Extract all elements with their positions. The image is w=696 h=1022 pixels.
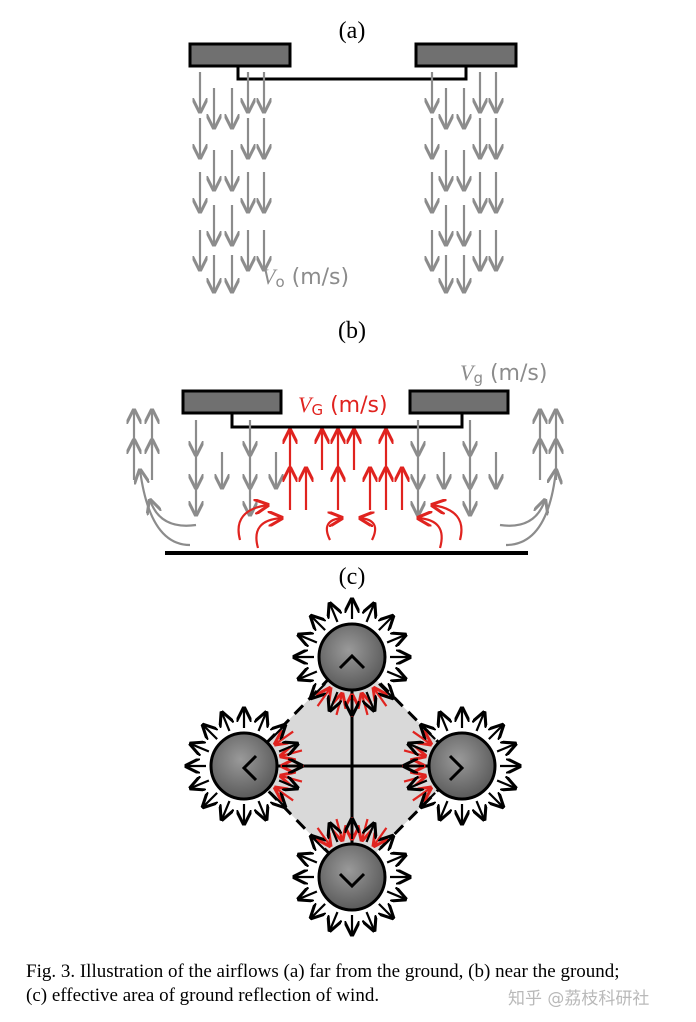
rotation-chevron [241,754,258,782]
outward-flow-arrow [259,712,267,732]
outward-flow-arrow [298,855,318,863]
rotation-chevron [338,653,366,670]
rotation-chevron [448,754,465,782]
downwash-and-side-flow-b [134,410,556,547]
panel-c: (c) [186,564,520,935]
outward-flow-arrow [259,800,267,819]
outward-flow-arrow [379,616,393,630]
left-rotor-b [181,389,283,415]
outward-flow-arrow [386,892,405,900]
outward-flow-arrow [271,793,285,807]
outward-flow-arrow [278,781,297,789]
right-rotor-a [414,42,518,68]
reflected-curl-arrow [255,518,282,549]
outward-flow-arrow [379,836,393,850]
reflected-curl-arrow [325,518,342,541]
outward-flow-arrow [271,725,285,739]
reflected-curl-arrow [432,505,463,541]
outward-flow-arrow [408,781,428,789]
outward-flow-arrow [298,635,318,643]
rotation-chevron [338,872,366,889]
outward-flow-arrow [330,603,338,623]
outward-flow-arrow [421,793,435,807]
side-curl-arrow [505,470,556,547]
frame-b [230,413,464,429]
outward-flow-arrow [440,712,448,732]
ground-reflection-flow-b [237,430,463,549]
outward-flow-arrow [367,691,375,710]
outward-flow-arrow [222,800,230,819]
caption-line-1: Fig. 3. Illustration of the airflows (a)… [26,961,620,982]
velocity-label-a: Vo (m/s) [262,264,349,291]
rotors-c [186,599,520,935]
side-curl-arrow [140,470,191,547]
outward-flow-arrow [203,725,217,739]
left-rotor-a [188,42,292,68]
reflected-velocity-label: VG (m/s) [298,392,388,419]
outward-flow-arrow [386,672,405,680]
reflected-curl-arrow [360,518,377,541]
outward-flow-arrow [386,855,405,863]
outward-flow-arrow [477,800,485,819]
outward-flow-arrow [298,672,318,680]
outward-flow-arrow [190,781,210,789]
panel-b-label: (b) [338,318,366,344]
side-curl-arrow [150,500,197,527]
outward-flow-arrow [203,793,217,807]
downwash-arrows-left-a [200,72,264,292]
outward-flow-arrow [330,691,338,710]
outward-flow-arrow [222,712,230,732]
outward-flow-arrow [496,744,515,752]
downwash-arrows-right-a [432,72,496,292]
outward-flow-arrow [311,616,325,630]
figure-caption: Fig. 3. Illustration of the airflows (a)… [26,960,686,1008]
caption-line-2: (c) effective area of ground reflection … [26,985,380,1006]
outward-flow-arrow [311,836,325,850]
outward-flow-arrow [489,793,503,807]
outward-flow-arrow [421,725,435,739]
watermark: 知乎 @荔枝科研社 [508,989,650,1009]
panel-b: (b) Vg (m/s) VG (m/s) [134,318,556,555]
outward-flow-arrow [311,904,325,918]
reflected-curl-arrow [237,505,268,541]
outward-flow-arrow [477,712,485,732]
outward-flow-arrow [489,725,503,739]
outward-flow-arrow [367,603,375,623]
ground-velocity-label: Vg (m/s) [460,360,547,387]
outward-flow-arrow [408,744,428,752]
panel-c-label: (c) [339,564,366,590]
outward-flow-arrow [278,744,297,752]
outward-flow-arrow [298,892,318,900]
panel-a-label: (a) [339,18,366,44]
outward-flow-arrow [311,684,325,698]
outward-flow-arrow [379,684,393,698]
outward-flow-arrow [440,800,448,819]
rotor [317,842,387,912]
outward-flow-arrow [367,911,375,930]
panel-a: (a) Vo (m/s) [188,18,518,292]
reflected-curl-arrow [418,518,443,549]
frame-a [236,66,468,81]
outward-flow-arrow [496,781,515,789]
outward-flow-arrow [330,911,338,930]
outward-flow-arrow [330,823,338,843]
right-rotor-b [408,389,510,415]
outward-flow-arrow [379,904,393,918]
outward-flow-arrow [190,744,210,752]
outward-flow-arrow [367,823,375,843]
outward-flow-arrow [386,635,405,643]
side-curl-arrow [499,500,545,527]
